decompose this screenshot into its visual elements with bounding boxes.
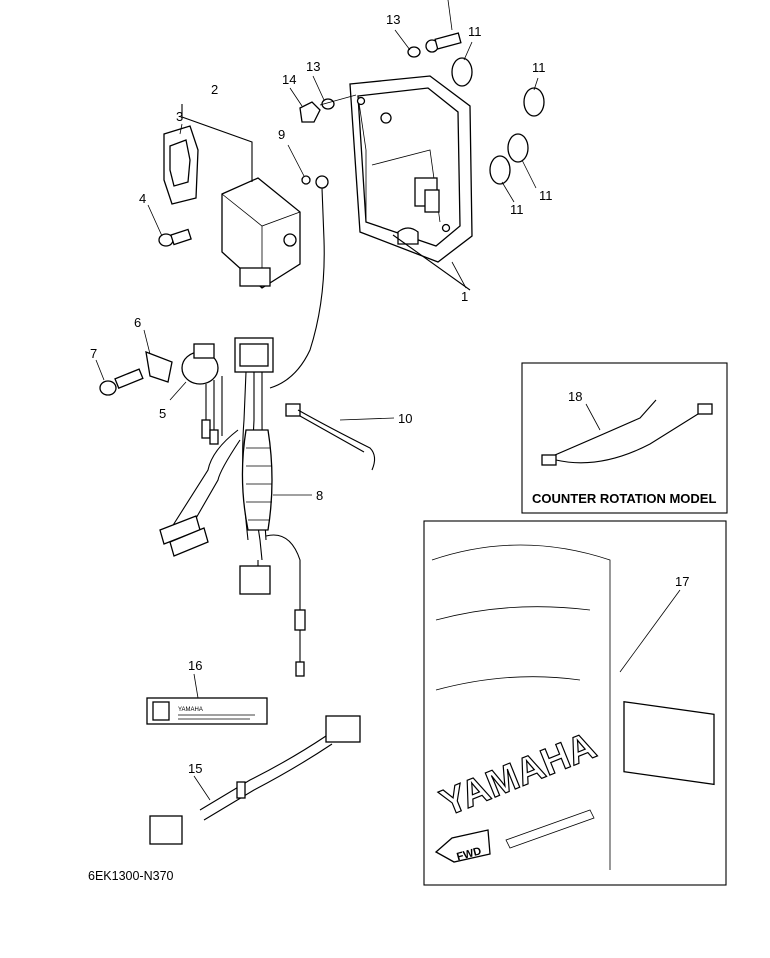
callout-9: 9 [278,127,285,142]
callout-14: 14 [282,72,296,87]
part-9-lead [269,144,329,389]
callout-11d: 11 [510,202,524,217]
part-6-clamp [143,329,173,383]
part-5-sensor [169,343,223,445]
callout-18: 18 [568,389,582,404]
callout-13a: 13 [386,12,400,27]
part-10-tie [285,403,395,471]
callout-7: 7 [90,346,97,361]
callout-17: 17 [675,574,689,589]
part-2-unit [181,104,301,289]
callouts: 1 2 3 4 5 6 7 8 9 10 11 11 11 11 13 13 1… [90,12,689,776]
cowling-brand-text: YAMAHA [435,725,602,825]
callout-2: 2 [211,82,218,97]
callout-1: 1 [461,289,468,304]
callout-11c: 11 [539,188,553,203]
inset-title: COUNTER ROTATION MODEL [532,491,716,506]
callout-4: 4 [139,191,146,206]
part-3-cover [163,125,199,205]
callout-11a: 11 [468,24,482,39]
inset-counter-rotation [521,362,728,514]
callout-3: 3 [176,109,183,124]
leader-lines [179,29,539,801]
callout-6: 6 [134,315,141,330]
part-4-screw [147,204,192,247]
part-7-bolt [95,359,144,396]
callout-15: 15 [188,761,202,776]
part-1-box [349,75,473,291]
diagram-code: 6EK1300-N370 [88,869,174,883]
label-brand-text: YAMAHA [178,707,203,713]
part-15-lead [149,715,361,845]
callout-5: 5 [159,406,166,421]
callout-10: 10 [398,411,412,426]
callout-8: 8 [316,488,323,503]
part-16-label: YAMAHA [146,697,268,725]
callout-16: 16 [188,658,202,673]
callout-13b: 13 [306,59,320,74]
callout-11b: 11 [532,60,546,75]
part-13-14-fasteners [299,0,462,123]
part-11-caps [451,57,545,185]
part-8-harness [159,337,312,677]
